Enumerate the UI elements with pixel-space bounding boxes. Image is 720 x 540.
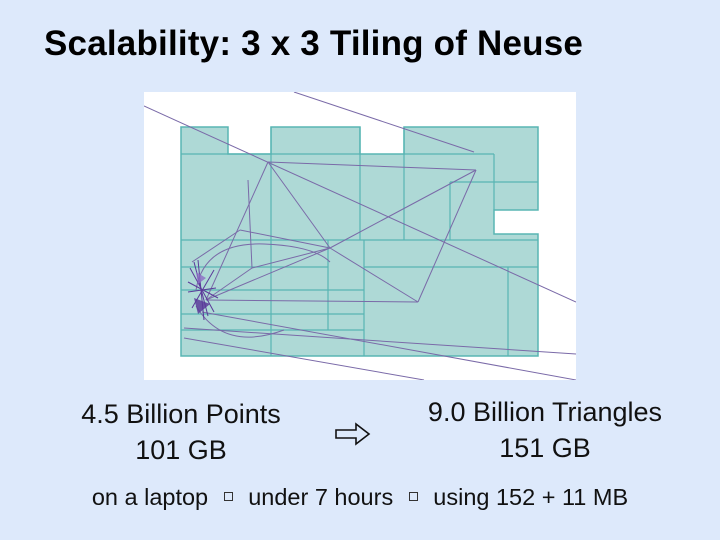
tiling-figure (144, 92, 576, 380)
small-square-icon (408, 492, 418, 502)
small-square-icon (223, 492, 233, 502)
footer-memory: using 152 + 11 MB (433, 484, 629, 510)
hollow-right-arrow-icon (335, 422, 371, 446)
tile-grid (181, 127, 538, 356)
triangle-mesh (144, 92, 576, 380)
points-stat: 4.5 Billion Points 101 GB (52, 396, 310, 468)
dense-mesh-fill-2 (196, 272, 206, 284)
points-size: 101 GB (135, 435, 227, 465)
mesh-arc (195, 243, 331, 291)
mesh-arc-lower (195, 305, 285, 338)
triangles-stat: 9.0 Billion Triangles 151 GB (396, 394, 694, 466)
footer-laptop: on a laptop (91, 484, 209, 510)
dense-mesh-fill (194, 298, 210, 314)
footer-time: under 7 hours (248, 484, 394, 510)
slide-title: Scalability: 3 x 3 Tiling of Neuse (44, 24, 584, 63)
footer-line: on a laptop under 7 hours using 152 + 11… (0, 484, 720, 511)
points-label: 4.5 Billion Points (81, 399, 281, 429)
triangles-label: 9.0 Billion Triangles (427, 397, 663, 427)
triangles-size: 151 GB (499, 433, 591, 463)
